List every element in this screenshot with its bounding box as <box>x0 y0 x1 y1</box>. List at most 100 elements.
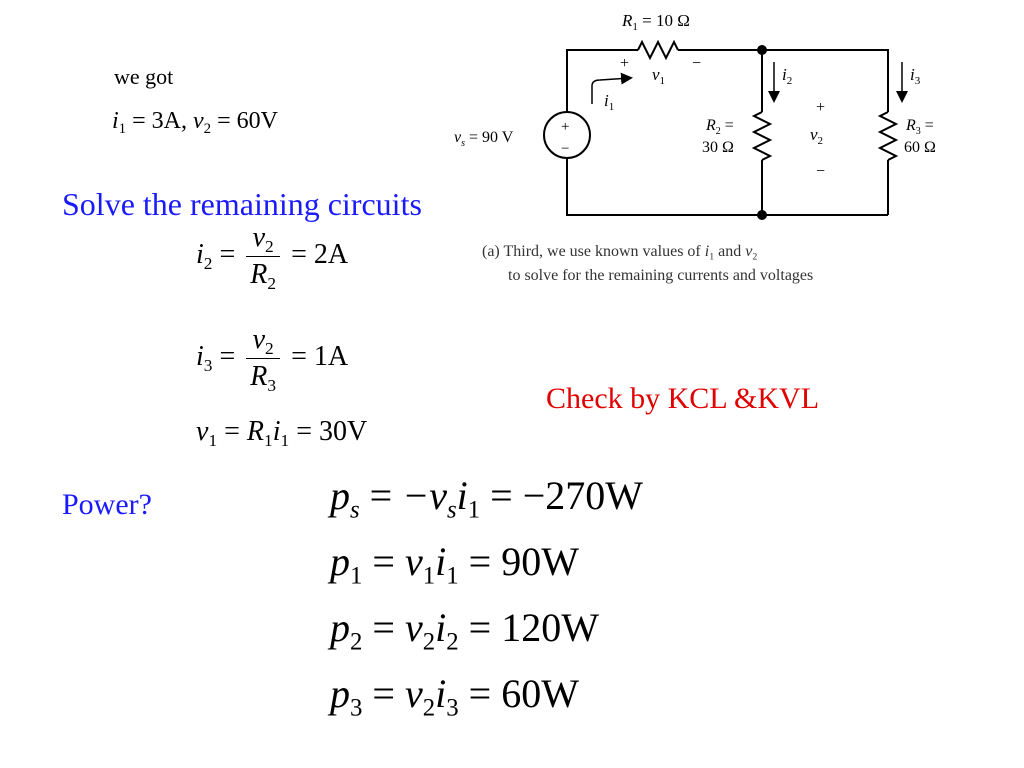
eq-i2-lhs: i <box>196 238 204 270</box>
p2-p-sub: 2 <box>350 628 363 656</box>
p3-b: i <box>435 671 447 716</box>
given-i-val: = 3A, <box>126 108 193 134</box>
power-eq-p3: p3 = v2i3 = 60W <box>330 670 579 721</box>
vs-label: vs = 90 V <box>454 129 514 149</box>
circuit-svg: R1 = 10 Ω + − v1 i1 i2 i3 vs = 90 V + − … <box>454 11 936 220</box>
power-label: Power? <box>62 488 152 521</box>
circuit-diagram: R1 = 10 Ω + − v1 i1 i2 i3 vs = 90 V + − … <box>440 0 975 310</box>
r1-label: R1 = 10 Ω <box>621 11 690 33</box>
ps-a-sub: s <box>446 496 457 524</box>
p2-a: v <box>404 605 423 650</box>
p3-rhs: = 60W <box>458 671 579 716</box>
caption-line2: to solve for the remaining currents and … <box>508 267 814 284</box>
v1-label: v1 <box>652 65 665 87</box>
equation-i3: i3 = v2 R3 = 1A <box>196 324 349 396</box>
v2-plus: + <box>816 99 825 116</box>
ps-a: −v <box>402 473 447 518</box>
v2-label: v2 <box>810 125 823 147</box>
p3-p-sub: 3 <box>350 694 363 722</box>
wire-bottom <box>566 158 888 216</box>
given-v-sub: 2 <box>203 121 212 138</box>
ps-b-sub: 1 <box>467 496 481 524</box>
eq-i3-den-sub: 3 <box>267 376 277 396</box>
given-v-val: = 60V <box>211 108 278 134</box>
eq-i3-den: R <box>250 361 268 392</box>
power-eq-p2: p2 = v2i2 = 120W <box>330 604 599 655</box>
eq-v1-rhs: = 30V <box>289 416 368 447</box>
equation-v1: v1 = R1i1 = 30V <box>196 416 368 451</box>
p2-rhs: = 120W <box>458 605 599 650</box>
ps-eq: = <box>369 473 403 518</box>
p3-a: v <box>404 671 423 716</box>
p3-a-sub: 2 <box>422 694 436 722</box>
caption-text-a: (a) Third, we use known values of <box>482 243 705 260</box>
eq-v1-i: i <box>272 416 281 447</box>
ps-b: i <box>456 473 468 518</box>
eq-i3-num: v <box>252 324 266 355</box>
i3-label: i3 <box>910 65 921 87</box>
power-eq-p1: p1 = v1i1 = 90W <box>330 538 579 589</box>
check-label: Check by KCL &KVL <box>546 382 820 415</box>
eq-i3-lhs: i <box>196 340 204 372</box>
caption-line1: (a) Third, we use known values of i1 and… <box>482 243 758 263</box>
eq-v1-mid: = <box>224 416 247 447</box>
eq-i3-equals: = <box>219 340 236 372</box>
eq-i3-denominator: R3 <box>246 359 280 396</box>
p2-a-sub: 2 <box>422 628 436 656</box>
eq-i2-denominator: R2 <box>246 257 280 292</box>
node-top <box>757 45 767 55</box>
p1-eq: = <box>372 539 405 584</box>
r2-label: R2 = <box>705 117 734 137</box>
v1-plus: + <box>620 55 629 72</box>
eq-v1-r: R <box>246 416 265 447</box>
r2-value: 30 Ω <box>702 139 734 156</box>
eq-i2-equals: = <box>219 238 236 270</box>
p1-b-sub: 1 <box>446 562 459 590</box>
resistor-r2 <box>751 111 773 161</box>
p1-a-sub: 1 <box>422 562 436 590</box>
wire-top-right <box>678 49 889 112</box>
p2-b-sub: 2 <box>446 628 459 656</box>
v1-minus: − <box>692 55 701 72</box>
voltage-source <box>543 111 591 159</box>
p2-b: i <box>435 605 447 650</box>
p2-p: p <box>330 605 350 650</box>
wire-top-left <box>566 49 638 112</box>
eq-i2-numerator: v2 <box>246 222 281 257</box>
ps-rhs: = −270W <box>480 473 644 518</box>
eq-i2-num-sub: 2 <box>265 237 274 257</box>
p2-eq: = <box>372 605 405 650</box>
i1-arrow <box>591 72 633 104</box>
eq-i2-rhs: = 2A <box>291 238 349 270</box>
eq-i3-rhs: = 1A <box>291 340 349 372</box>
eq-i2-den: R <box>250 259 268 290</box>
eq-i2-fraction: v2 R2 <box>246 222 281 292</box>
heading: Solve the remaining circuits <box>62 186 422 222</box>
given-v: v <box>192 108 204 134</box>
eq-i2-lhs-sub: 2 <box>203 253 213 273</box>
caption-i-sub: 1 <box>709 251 715 263</box>
caption-v-sub: 2 <box>752 251 758 263</box>
given-values: i1 = 3A, v2 = 60V <box>112 108 278 138</box>
eq-i3-numerator: v2 <box>246 324 281 359</box>
p3-b-sub: 3 <box>446 694 459 722</box>
resistor-r3 <box>877 111 899 161</box>
eq-v1-lhs: v <box>196 416 209 447</box>
eq-v1-r-sub: 1 <box>264 431 273 451</box>
circuit-wires <box>543 39 899 216</box>
vs-plus: + <box>561 119 569 135</box>
given-i-sub: 1 <box>118 121 127 138</box>
eq-i3-num-sub: 2 <box>265 339 274 359</box>
p1-p: p <box>330 539 350 584</box>
equation-i2: i2 = v2 R2 = 2A <box>196 222 349 292</box>
p3-eq: = <box>372 671 405 716</box>
p1-a: v <box>404 539 423 584</box>
p1-b: i <box>435 539 447 584</box>
r3-label: R3 = <box>905 117 934 137</box>
r3-value: 60 Ω <box>904 139 936 156</box>
caption-and: and <box>714 243 746 260</box>
eq-i2-num: v <box>252 222 266 253</box>
i2-label: i2 <box>782 65 792 87</box>
power-eq-ps: ps = −vsi1 = −270W <box>330 472 644 523</box>
eq-i3-lhs-sub: 3 <box>203 355 213 375</box>
